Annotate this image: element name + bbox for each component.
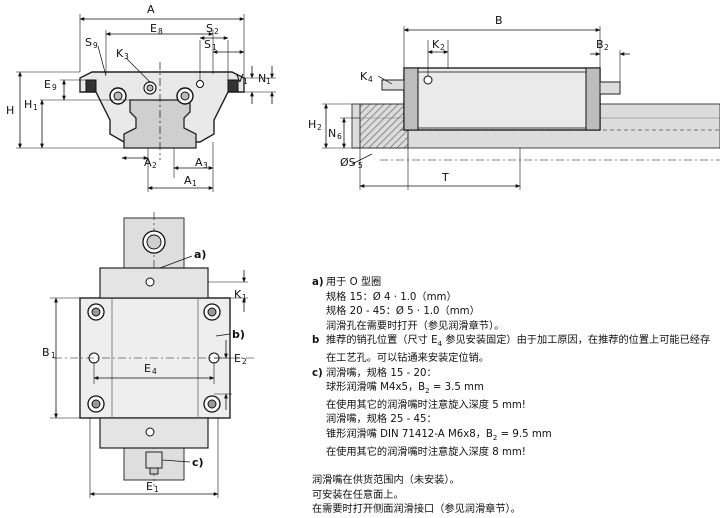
footer-note-3: 在需要时打开侧面润滑接口（参见润滑章节）。 bbox=[312, 504, 521, 516]
svg-text:4: 4 bbox=[152, 367, 157, 376]
dim-V1: V bbox=[236, 72, 244, 85]
svg-text:3: 3 bbox=[203, 161, 208, 170]
svg-text:1: 1 bbox=[33, 103, 38, 112]
callout-c: c) bbox=[192, 456, 204, 469]
svg-text:2: 2 bbox=[317, 123, 322, 132]
top-lube-hole-lower bbox=[145, 427, 155, 437]
side-view bbox=[322, 26, 720, 190]
dim-N1: N bbox=[258, 72, 266, 85]
svg-text:2: 2 bbox=[242, 357, 247, 366]
svg-text:5: 5 bbox=[358, 161, 363, 170]
svg-text:4: 4 bbox=[368, 75, 373, 84]
front-seal-right bbox=[227, 79, 239, 93]
top-grease-nipple bbox=[145, 451, 163, 469]
svg-text:2: 2 bbox=[214, 27, 219, 36]
front-rail bbox=[123, 99, 197, 149]
svg-text:1: 1 bbox=[212, 43, 217, 52]
dim-S5: ØS bbox=[340, 156, 356, 169]
dim-H: H bbox=[6, 104, 14, 117]
dim-B: B bbox=[495, 14, 503, 27]
footer-note-1: 润滑嘴在供货范围内（未安装）。 bbox=[312, 475, 460, 487]
callout-a: a) bbox=[194, 248, 206, 261]
side-endcap-hatched bbox=[359, 103, 409, 149]
dim-K3: K bbox=[116, 47, 124, 60]
dim-A3: A bbox=[195, 156, 203, 169]
dim-S2: S bbox=[206, 22, 213, 35]
footer-note-2: 可安装在任意面上。 bbox=[312, 489, 404, 501]
svg-text:3: 3 bbox=[124, 52, 129, 61]
note-b: b 推荐的销孔位置（尺寸 E4 参见安装固定）由于加工原因，在推荐的位置上可能已… bbox=[312, 335, 711, 349]
note-a: a) 用于 O 型圈 bbox=[312, 277, 382, 288]
svg-text:8: 8 bbox=[158, 27, 163, 36]
svg-text:2: 2 bbox=[152, 161, 157, 170]
dim-H1: H bbox=[24, 98, 32, 111]
dim-E8: E bbox=[150, 22, 157, 35]
dim-K1: K bbox=[234, 288, 242, 301]
note-c: c) 润滑嘴，规格 15 - 20： bbox=[312, 367, 437, 379]
dim-B1: B bbox=[42, 346, 50, 359]
svg-text:1: 1 bbox=[154, 485, 159, 494]
notes-block: a) 用于 O 型圈 规格 15：Ø 4 · 1.0（mm） 规格 20 - 4… bbox=[312, 276, 712, 518]
svg-text:1: 1 bbox=[51, 351, 56, 360]
top-view bbox=[50, 212, 256, 498]
top-lube-hole-upper bbox=[145, 277, 155, 287]
dim-N6: N bbox=[328, 127, 336, 140]
side-grease-nipple-left bbox=[381, 79, 405, 91]
svg-text:1: 1 bbox=[242, 293, 247, 302]
front-view bbox=[16, 14, 276, 192]
side-lube-hole bbox=[423, 75, 433, 85]
dim-E4: E bbox=[144, 362, 151, 375]
dim-K4: K bbox=[360, 70, 368, 83]
dim-S1: S bbox=[204, 38, 211, 51]
dim-S9: S bbox=[85, 36, 92, 49]
dim-E9: E bbox=[44, 78, 51, 91]
dim-A: A bbox=[147, 3, 155, 16]
svg-text:1: 1 bbox=[192, 179, 197, 188]
svg-text:9: 9 bbox=[52, 83, 57, 92]
dim-B2: B bbox=[596, 38, 604, 51]
svg-text:1: 1 bbox=[243, 77, 248, 86]
dim-T: T bbox=[441, 171, 449, 184]
svg-text:6: 6 bbox=[337, 132, 342, 141]
dim-H2: H bbox=[308, 118, 316, 131]
side-grease-nipple-right bbox=[599, 81, 621, 95]
svg-text:2: 2 bbox=[440, 43, 445, 52]
front-screw-small bbox=[196, 80, 204, 88]
dim-E1: E bbox=[146, 480, 153, 493]
dim-E2: E bbox=[234, 352, 241, 365]
side-carriage bbox=[403, 67, 601, 131]
svg-text:2: 2 bbox=[604, 43, 609, 52]
dim-K2: K bbox=[432, 38, 440, 51]
dim-A2: A bbox=[144, 156, 152, 169]
svg-text:1: 1 bbox=[266, 77, 271, 86]
dim-A1: A bbox=[184, 174, 192, 187]
front-seal-left bbox=[85, 79, 97, 93]
svg-text:9: 9 bbox=[93, 41, 98, 50]
callout-b: b) bbox=[232, 328, 245, 341]
